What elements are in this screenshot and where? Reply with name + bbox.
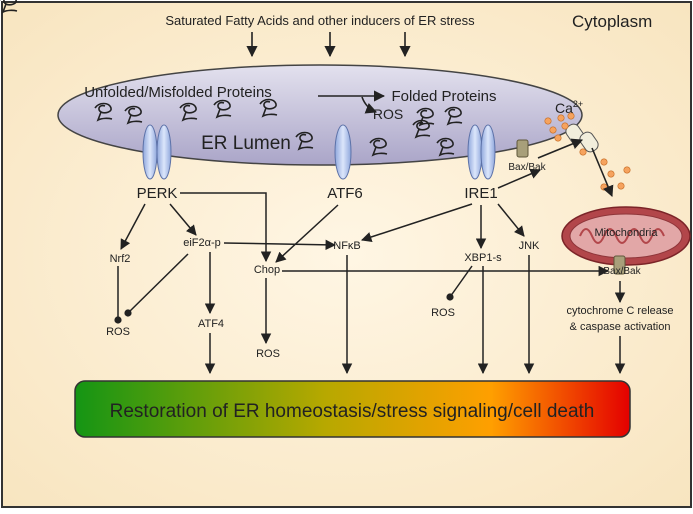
eif2a-label: eiF2α-p (183, 237, 221, 249)
ire1-receptor (467, 124, 496, 180)
bax-bak-mito-label: Bax/Bak (603, 266, 641, 277)
nrf2-label: Nrf2 (110, 253, 131, 265)
unfolded-proteins-label: Unfolded/Misfolded Proteins (84, 84, 272, 101)
cytoplasm-label: Cytoplasm (572, 12, 652, 31)
outcome-label: Restoration of ER homeostasis/stress sig… (110, 401, 595, 422)
protein-squiggle (369, 137, 388, 157)
atf4-label: ATF4 (198, 318, 224, 330)
inducer-arrows (246, 32, 411, 58)
protein-squiggle (179, 102, 198, 122)
ros-nrf2-label: ROS (106, 326, 130, 338)
er-lumen-label: ER Lumen (201, 133, 291, 154)
cytochrome-label-line1: cytochrome C release (567, 305, 674, 317)
ros-xbp1-label: ROS (431, 307, 455, 319)
outcome-bar (74, 380, 631, 438)
atf6-label: ATF6 (327, 185, 363, 202)
nfkb-label: NFκB (333, 240, 361, 252)
perk-receptor (142, 124, 172, 180)
protein-squiggle (416, 107, 435, 127)
protein-squiggle (94, 102, 113, 122)
mitochondria (561, 206, 691, 266)
bax-bak-mito-channel (613, 255, 626, 275)
calcium-label: Ca2+ (555, 99, 583, 116)
calcium-arrows (537, 138, 614, 198)
folded-proteins-label: Folded Proteins (391, 88, 496, 105)
pathway-arrows (114, 168, 626, 375)
ros-chop-label: ROS (256, 348, 280, 360)
bax-bak-er-label: Bax/Bak (508, 162, 546, 173)
protein-squiggle (295, 131, 314, 151)
mitochondria-label: Mitochondria (595, 227, 659, 239)
ire1-label: IRE1 (464, 185, 497, 202)
cytochrome-label-line2: & caspase activation (570, 321, 671, 333)
inducer-label: Saturated Fatty Acids and other inducers… (165, 13, 475, 28)
bax-bak-er-channel (516, 139, 529, 158)
protein-squiggle (259, 98, 278, 118)
protein-squiggles (0, 0, 18, 14)
xbp1s-label: XBP1-s (464, 252, 502, 264)
perk-label: PERK (137, 185, 178, 202)
protein-squiggle (412, 119, 431, 139)
er-ros-label: ROS (373, 106, 403, 122)
chop-label: Chop (254, 264, 280, 276)
jnk-label: JNK (519, 240, 540, 252)
folding-arrows (318, 90, 386, 114)
protein-squiggle (444, 106, 463, 126)
protein-squiggle (124, 105, 143, 125)
protein-squiggle (436, 137, 455, 157)
protein-squiggle (213, 99, 232, 119)
atf6-receptor (334, 124, 352, 180)
